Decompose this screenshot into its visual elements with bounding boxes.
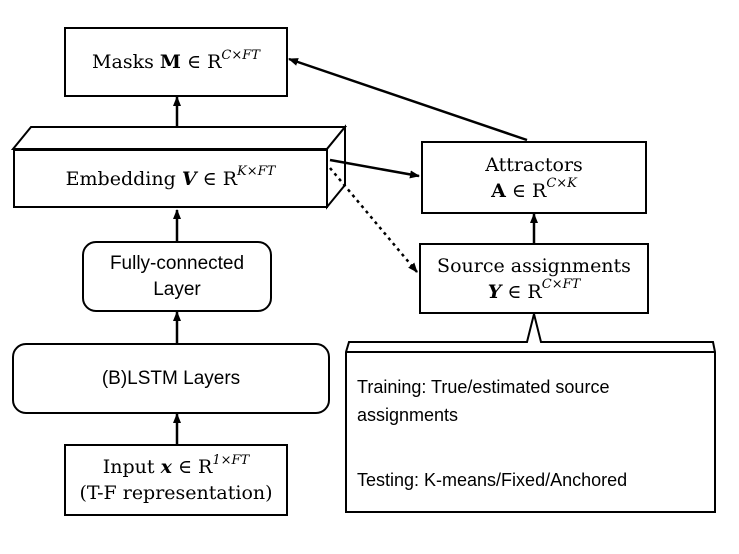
embedding-exponent: K×FT — [237, 164, 276, 180]
source-assignments-set: ∈ R — [507, 280, 542, 303]
source-assignments-formula: Y ∈ RC×FT — [487, 277, 581, 305]
masks-label: Masks — [92, 51, 154, 73]
input-formula: Input x ∈ R1×FT — [103, 454, 249, 480]
input-label: Input — [102, 456, 155, 478]
input-set: ∈ R — [177, 456, 213, 478]
masks-symbol: M — [159, 51, 181, 73]
edge-embedding-to-attractors — [329, 158, 420, 179]
input-box: Input x ∈ R1×FT (T-F representation) — [64, 444, 288, 516]
embedding-box-top-face — [10, 126, 348, 150]
masks-set: ∈ R — [186, 51, 222, 73]
embedding-symbol: V — [181, 167, 197, 190]
attractors-formula: A ∈ RC×K — [491, 176, 577, 204]
source-assignments-symbol: Y — [487, 280, 502, 303]
note-training-line2: assignments — [357, 405, 459, 425]
edge-embedding-to-source-assignments — [329, 167, 418, 273]
fully-connected-box: Fully-connected Layer — [82, 241, 272, 312]
masks-box: Masks M ∈ RC×FT — [64, 27, 288, 97]
input-subtitle: (T-F representation) — [79, 482, 273, 504]
embedding-label: Embedding — [65, 167, 176, 190]
note-testing: Testing: K-means/Fixed/Anchored — [357, 466, 707, 494]
source-assignments-exponent: C×FT — [541, 277, 581, 293]
embedding-set: ∈ R — [202, 167, 238, 190]
attractors-box: Attractors A ∈ RC×K — [421, 141, 647, 214]
edge-attractors-to-masks — [288, 57, 528, 142]
embedding-box: Embedding V ∈ RK×FT — [13, 149, 328, 208]
note-training-line1: Training: True/estimated source — [357, 377, 610, 397]
attractors-set: ∈ R — [511, 179, 547, 202]
masks-exponent: C×FT — [221, 47, 260, 63]
attractors-label: Attractors — [485, 153, 583, 176]
note-callout-outline — [345, 313, 716, 513]
attractors-symbol: A — [491, 179, 506, 202]
source-assignments-label: Source assignments — [437, 254, 631, 277]
note-testing-line: Testing: K-means/Fixed/Anchored — [357, 470, 628, 490]
input-symbol: x — [160, 456, 172, 478]
lstm-box: (B)LSTM Layers — [12, 343, 330, 414]
input-exponent: 1×FT — [212, 452, 250, 468]
fully-connected-line2: Layer — [153, 278, 201, 300]
masks-formula: Masks M ∈ RC×FT — [92, 49, 260, 75]
fully-connected-line1: Fully-connected — [109, 252, 245, 274]
attractors-exponent: C×K — [546, 176, 577, 192]
source-assignments-box: Source assignments Y ∈ RC×FT — [419, 243, 649, 314]
embedding-formula: Embedding V ∈ RK×FT — [65, 164, 276, 192]
lstm-label: (B)LSTM Layers — [101, 367, 241, 389]
note-training: Training: True/estimated source assignme… — [357, 373, 707, 429]
